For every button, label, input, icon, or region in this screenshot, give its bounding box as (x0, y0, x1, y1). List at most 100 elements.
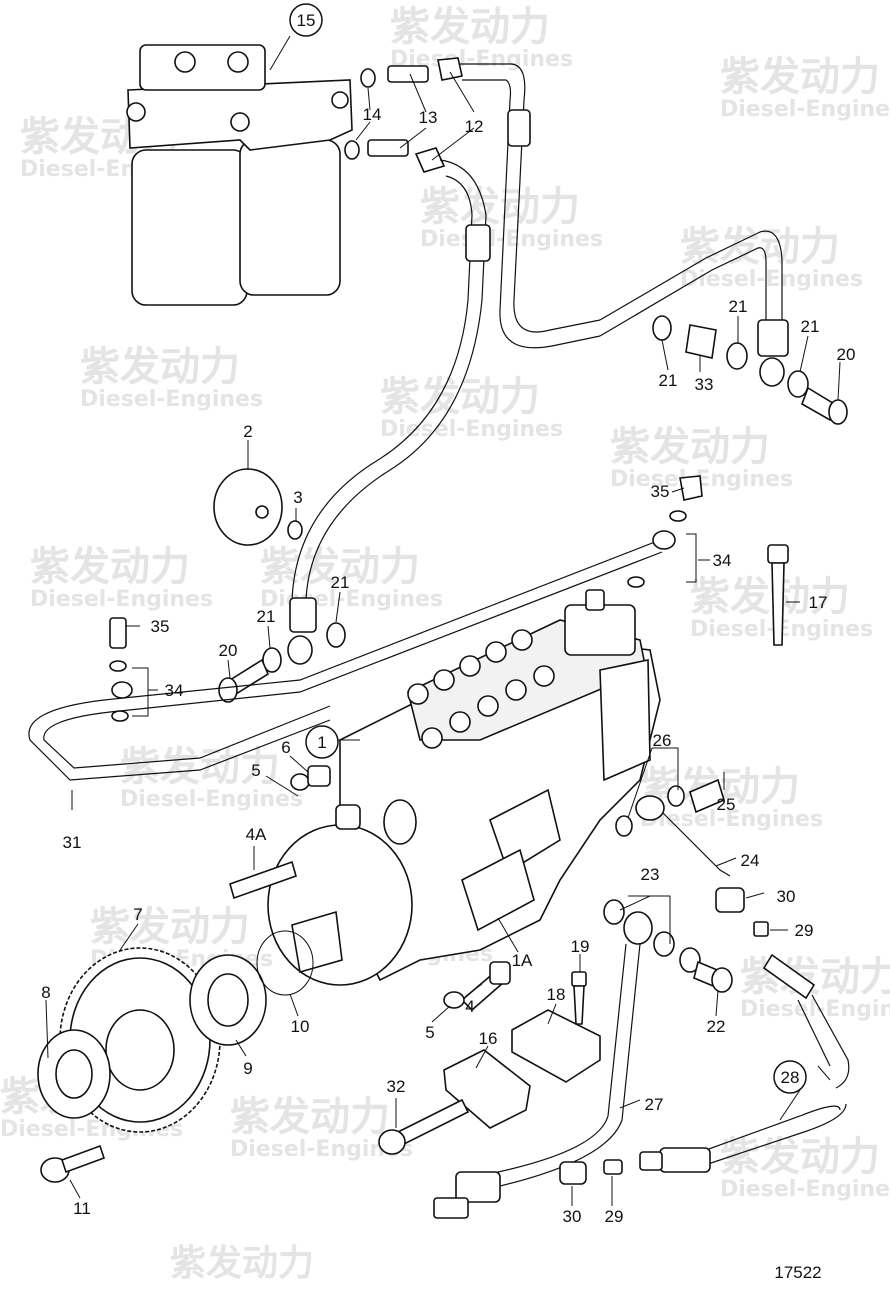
callout-18: 18 (547, 985, 566, 1004)
washer-26 (667, 785, 685, 807)
watermark-text-en: Diesel-Engines (680, 267, 863, 292)
callout-35: 35 (651, 482, 670, 501)
stud-4A (229, 860, 297, 900)
callout-26: 26 (653, 731, 672, 750)
callout-29: 29 (795, 921, 814, 940)
bracket-18 (511, 1009, 601, 1083)
watermark-text-en: Diesel-Engines (260, 587, 443, 612)
pipe-24-assembly (615, 778, 850, 1089)
callout-4A: 4A (246, 825, 267, 844)
watermark-text-cn: 紫发动力 (30, 544, 190, 590)
watermark-logo: 紫发动力 Diesel-Engines (380, 374, 563, 442)
leader-lines (45, 35, 841, 1206)
watermark-text-cn: 紫发动力 (420, 184, 580, 230)
governor-head (564, 604, 636, 656)
pipe-27-assembly (433, 899, 733, 1219)
bolt-19-head (571, 971, 587, 987)
callout-5: 5 (425, 1023, 434, 1042)
nut-6 (307, 765, 331, 787)
callout-34: 34 (713, 551, 732, 570)
spacer-33 (685, 324, 717, 359)
hose-end-thread (639, 1151, 663, 1171)
washer-34 (109, 660, 127, 672)
washer-23 (653, 931, 675, 957)
watermark-text-en: Diesel-Engines (380, 417, 563, 442)
banjo-bolt-head (828, 399, 848, 425)
banjo-eye (652, 530, 676, 550)
bolt-head (711, 967, 733, 993)
callout-1: 1 (305, 725, 339, 759)
gear-hub (105, 1009, 175, 1091)
hose-28-assembly (559, 1103, 847, 1185)
filter-canister-rear (239, 139, 341, 296)
bolt-shank (771, 562, 785, 646)
banjo-bolt-20 (801, 386, 837, 422)
banjo-bolt-25 (689, 778, 725, 814)
hub-bore (207, 973, 249, 1027)
watermark-logo: 紫发动力 Diesel-Engines (680, 224, 863, 292)
cover-plate (213, 468, 303, 546)
banjo-fitting-right (652, 315, 848, 425)
callout-16: 16 (479, 1029, 498, 1048)
delivery-valves (407, 629, 555, 749)
watermark-logo: 紫发动力 Diesel-Engines (420, 184, 603, 252)
filter-port (331, 91, 349, 109)
banjo-bolt-head (218, 677, 238, 703)
callout-35: 35 (151, 617, 170, 636)
callout-21: 21 (331, 573, 350, 592)
callout-6: 6 (281, 738, 290, 757)
callout-8: 8 (41, 983, 50, 1002)
callout-34: 34 (165, 681, 184, 700)
nut (335, 804, 361, 830)
screw-35-left (109, 617, 127, 649)
watermark-text-en: Diesel-Engines (80, 387, 263, 412)
return-line (28, 475, 703, 781)
union-nut-12-lower (414, 147, 446, 173)
bolt-19-shank (573, 985, 585, 1025)
callout-30: 30 (777, 887, 796, 906)
callout-9: 9 (243, 1059, 252, 1078)
filter-fittings (344, 57, 463, 173)
washer-34 (627, 576, 645, 588)
fuel-pipes (291, 63, 783, 601)
washer-5 (290, 773, 310, 791)
callout-21: 21 (729, 297, 748, 316)
watermark-text-cn: 紫发动力 (380, 374, 540, 420)
bracket-16 (443, 1049, 531, 1129)
banjo-eye (759, 357, 785, 387)
callout-3: 3 (293, 488, 302, 507)
watermark-text-cn: 紫发动力 (230, 1094, 390, 1140)
watermark-text-cn: 紫发动力 (170, 1243, 314, 1284)
drawing-number: 17522 (774, 1263, 821, 1282)
watermark-logo: 紫发动力 Diesel-Engines (120, 744, 303, 812)
watermark-logo: 紫发动力 Diesel-Engines (30, 544, 213, 612)
bolt-head (489, 961, 511, 985)
washer-34 (111, 710, 129, 722)
callout-labels: 15 14 14 13 13 12 12 21 33 21 21 20 2 3 … (41, 3, 855, 1226)
washer-21 (262, 647, 282, 673)
fuel-filter-assembly (126, 44, 353, 306)
svg-text:28: 28 (781, 1068, 800, 1087)
callout-11: 11 (73, 1199, 91, 1218)
watermark-text-cn: 紫发动力 (260, 544, 420, 590)
filter-bolt (174, 51, 196, 73)
callout-13: 13 (419, 108, 438, 127)
watermark-text-cn: 紫发动力 (740, 954, 890, 1000)
bolt-32-head (378, 1129, 406, 1155)
washer-21 (326, 622, 346, 648)
callout-22: 22 (707, 1017, 726, 1036)
filter-port (230, 112, 250, 132)
hose-end-fitting (659, 1147, 711, 1173)
hose-end-thread (433, 1197, 469, 1219)
support-brackets (378, 971, 601, 1155)
callout-20: 20 (219, 641, 238, 660)
callout-15: 15 (289, 3, 323, 37)
svg-text:1: 1 (317, 733, 326, 752)
washer-14-lower (344, 140, 360, 160)
drive-shaft (291, 910, 343, 974)
washer-3 (287, 520, 303, 540)
feed-pump-lower (461, 848, 535, 932)
callout-21: 21 (257, 607, 276, 626)
governor-housing (599, 659, 651, 782)
